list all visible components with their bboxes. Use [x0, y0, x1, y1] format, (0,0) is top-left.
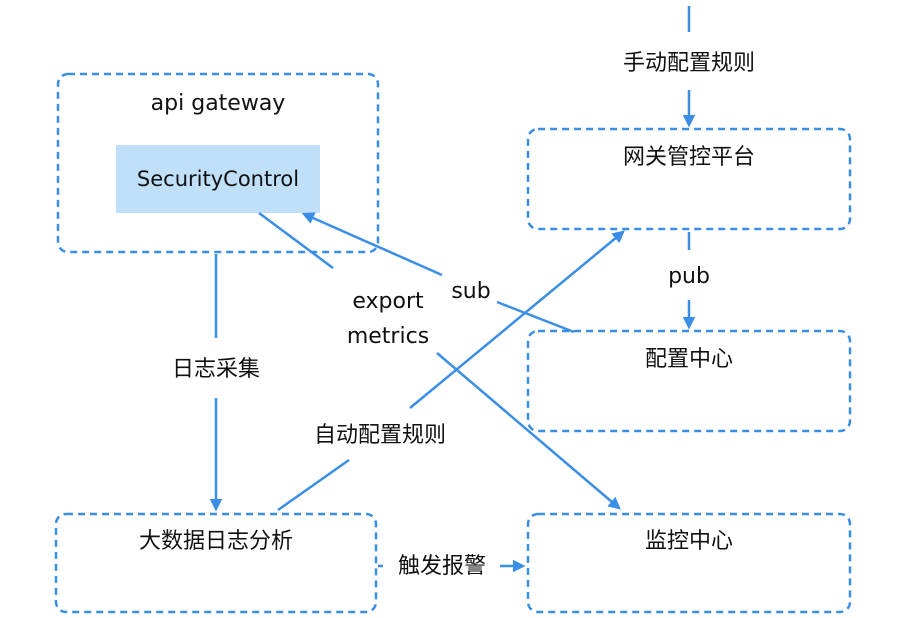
- monitor-center-label: 监控中心: [645, 529, 733, 554]
- gateway-platform-label: 网关管控平台: [623, 145, 755, 170]
- alarm-label: 触发报警: [398, 554, 486, 579]
- config-center-label: 配置中心: [645, 347, 733, 372]
- edge-export-b: [436, 352, 621, 510]
- security-control-box: [116, 145, 320, 213]
- auto-rule-label: 自动配置规则: [314, 423, 446, 448]
- gateway-platform-box: [526, 127, 852, 231]
- pub-label: pub: [668, 264, 710, 289]
- export-metrics-label-line1: export: [352, 289, 424, 314]
- config-center-box: [526, 329, 852, 433]
- bigdata-log-label: 大数据日志分析: [139, 529, 293, 554]
- manual-rule-label: 手动配置规则: [623, 51, 755, 76]
- export-metrics-label-line2: metrics: [347, 324, 429, 349]
- monitor-center-box: [526, 512, 852, 614]
- log-collect-label: 日志采集: [172, 357, 260, 382]
- sub-label: sub: [451, 279, 490, 304]
- edge-export-a: [258, 211, 334, 270]
- edge-auto-rule-a: [277, 458, 350, 512]
- api-gateway-label: api gateway: [151, 91, 286, 116]
- edge-sub-b: [301, 212, 443, 277]
- security-control-label: SecurityControl: [137, 167, 299, 191]
- api-gateway-box: [56, 72, 380, 254]
- bigdata-log-box: [54, 512, 378, 614]
- edge-sub-a: [496, 300, 575, 334]
- edge-auto-rule-b: [409, 230, 625, 409]
